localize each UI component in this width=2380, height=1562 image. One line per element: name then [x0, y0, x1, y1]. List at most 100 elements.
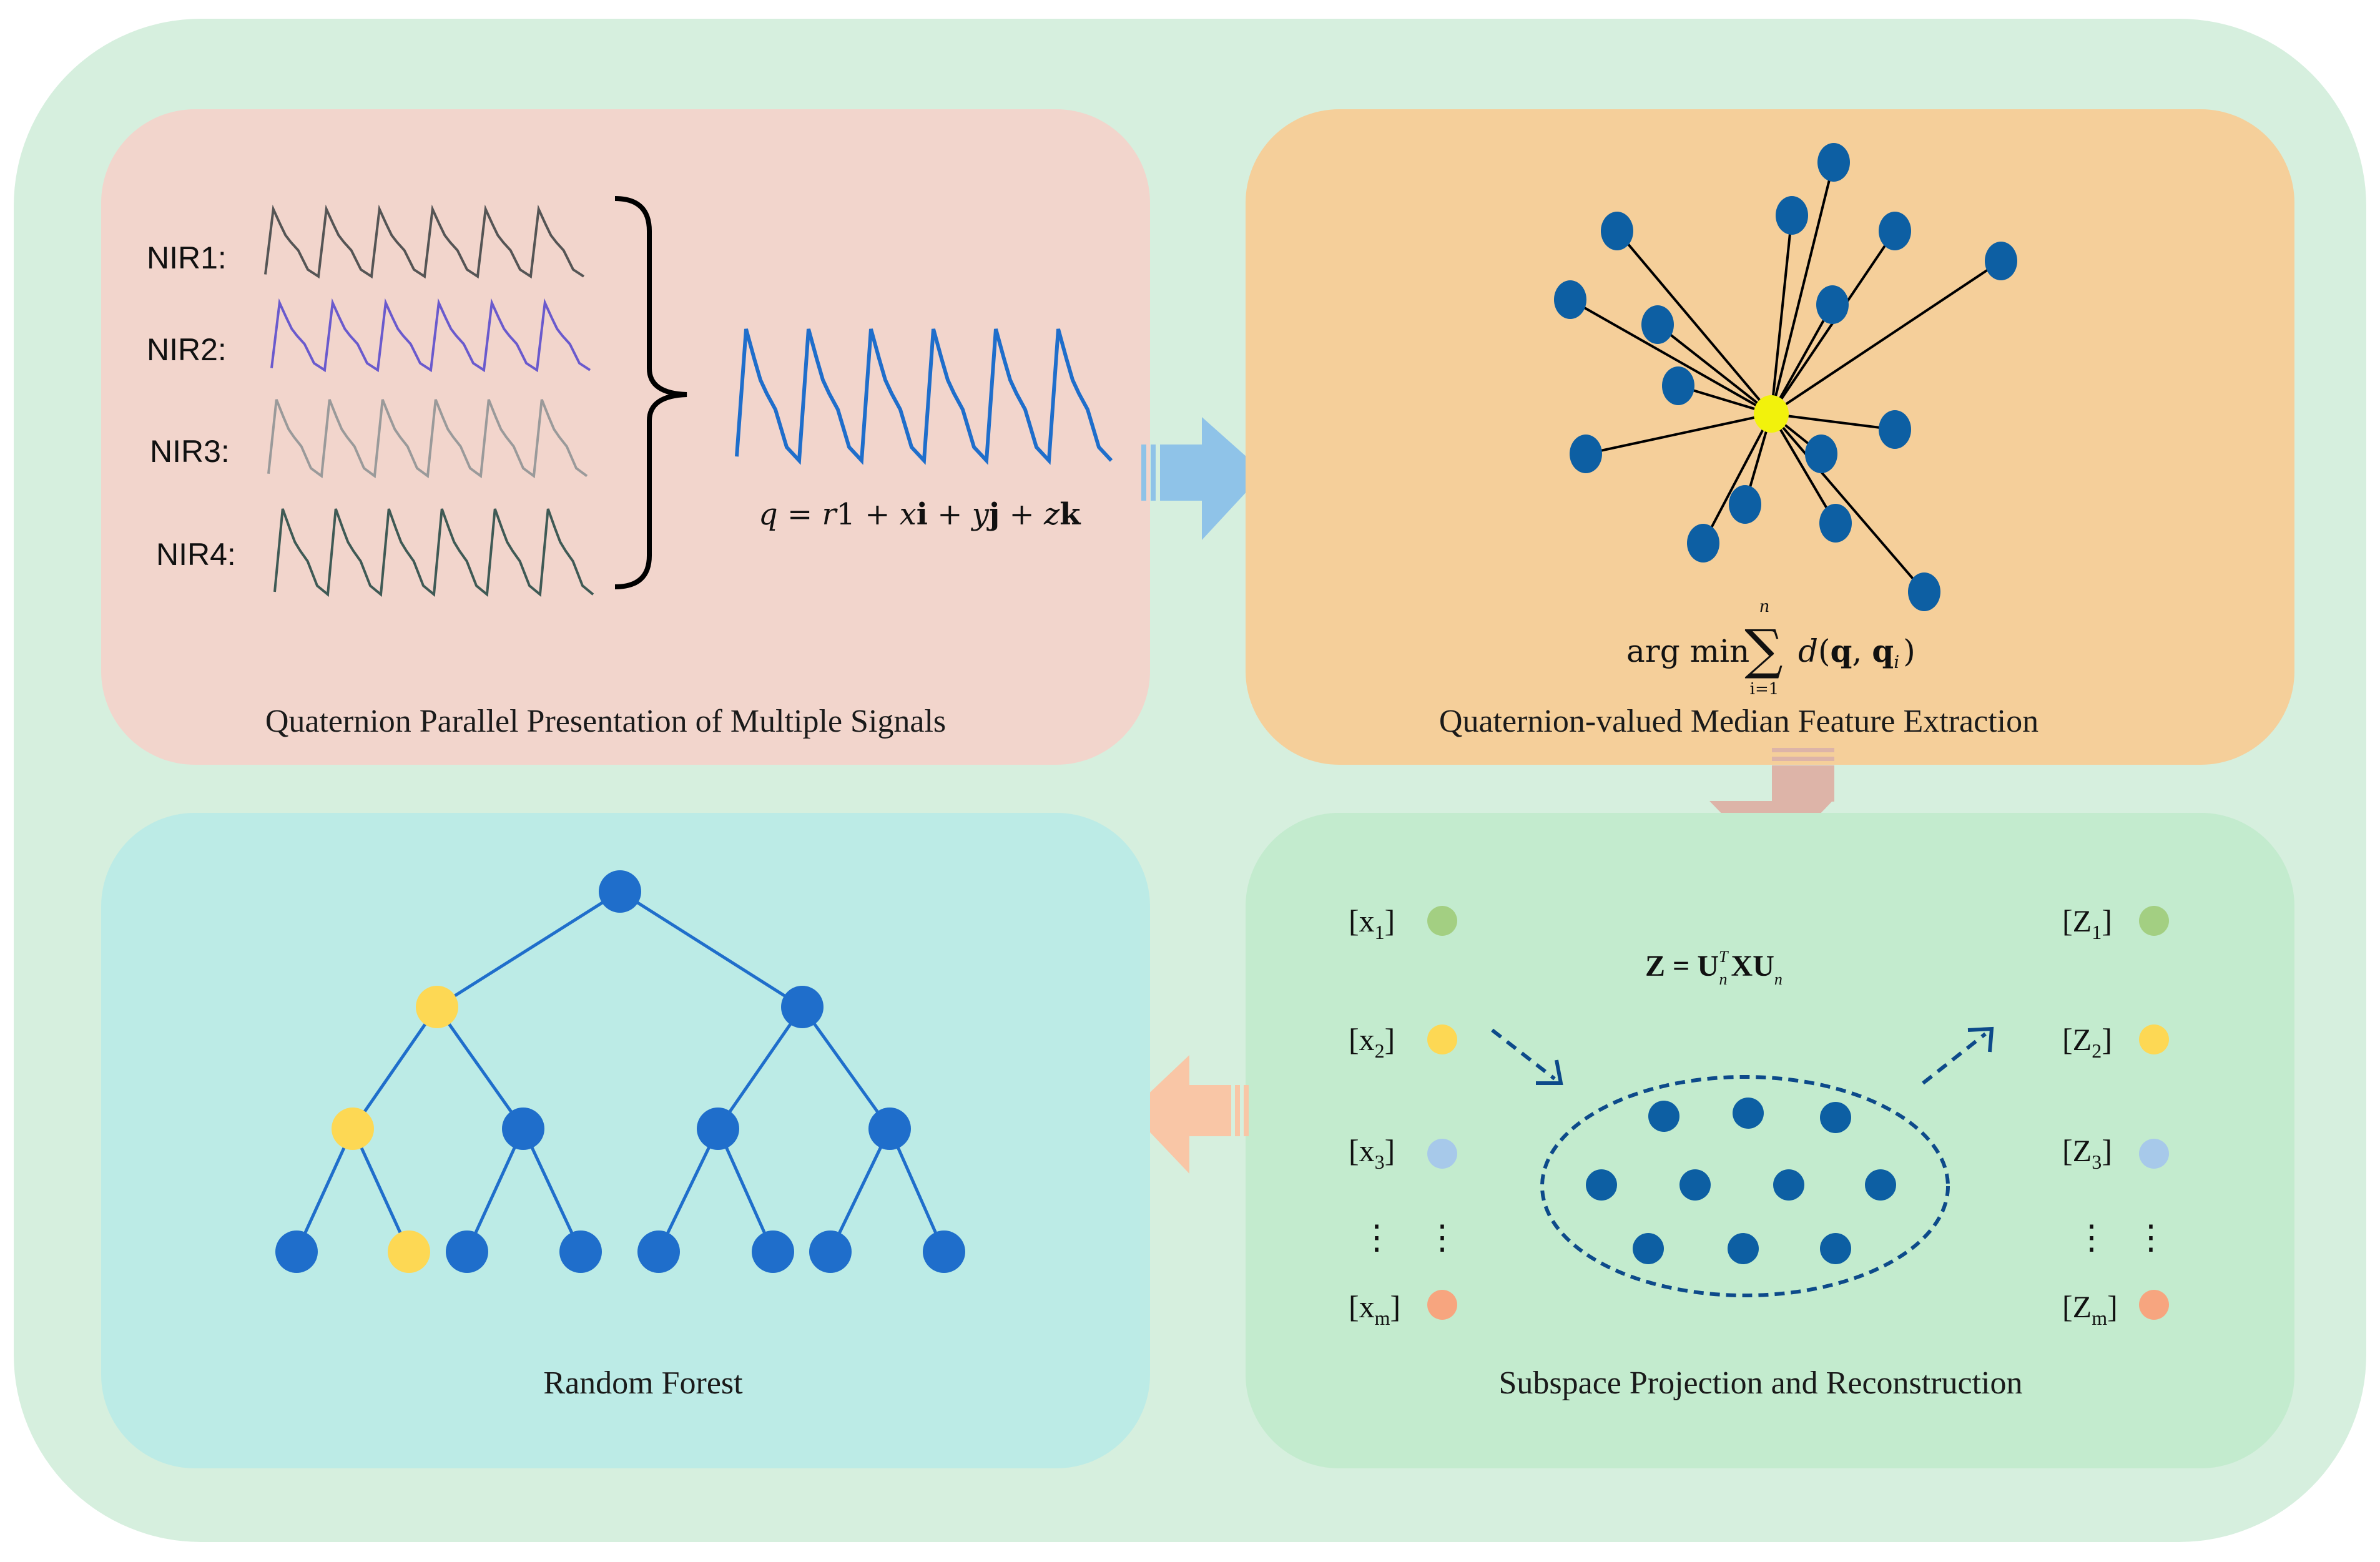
nir2-waveform — [270, 298, 591, 373]
nir3-waveform — [267, 399, 588, 479]
tree-edges — [295, 890, 946, 1253]
svg-text:n: n — [1759, 597, 1770, 616]
nir4-label: NIR4: — [156, 537, 236, 572]
tree-leaf — [752, 1230, 794, 1273]
output-ellipsis-label: ⋮ — [2075, 1219, 2108, 1256]
tree-node-yellow — [416, 986, 458, 1028]
grouping-brace — [614, 196, 687, 589]
arrow-to-median — [1141, 417, 1264, 540]
svg-text:d(q, qi): d(q, qi) — [1798, 632, 1915, 672]
feature-node — [1879, 212, 1911, 250]
subspace-panel-title: Subspace Projection and Reconstruction — [1498, 1365, 2022, 1401]
subspace-ellipse — [1540, 1075, 1950, 1297]
input-dot-m — [1427, 1290, 1457, 1320]
subspace-node — [1648, 1101, 1679, 1132]
feature-node — [1641, 305, 1674, 344]
input-label-2: [x2] — [1349, 1022, 1395, 1062]
tree-leaf — [809, 1230, 852, 1273]
input-dot-3 — [1427, 1139, 1457, 1169]
output-label-1: [Z1] — [2062, 903, 2112, 943]
nir1-label: NIR1: — [147, 240, 227, 275]
tree-node — [697, 1108, 739, 1150]
tree-leaf — [275, 1230, 318, 1273]
input-dot-1 — [1427, 906, 1457, 936]
median-node — [1754, 395, 1789, 433]
median-panel-bg — [1246, 109, 2294, 765]
argmin-formula: arg min ∑ n i=1 d(q, qi) — [1626, 597, 1915, 699]
feature-node — [1554, 280, 1586, 319]
feature-node — [1819, 504, 1852, 543]
quaternion-formula: q = r1 + xi + yj + zk — [759, 497, 1081, 532]
nir3-label: NIR3: — [150, 434, 230, 469]
tree-node — [868, 1108, 911, 1150]
feature-node — [1816, 285, 1849, 324]
tree-leaf — [559, 1230, 602, 1273]
forest-panel: Random Forest — [101, 813, 1150, 1468]
input-dot-2 — [1427, 1024, 1457, 1054]
feature-node — [1601, 212, 1633, 250]
subspace-nodes — [1586, 1098, 1896, 1264]
subspace-panel-bg — [1246, 813, 2294, 1468]
feature-node — [1805, 435, 1837, 473]
output-label-2: [Z2] — [2062, 1022, 2112, 1062]
nir1-waveform — [264, 204, 585, 279]
feature-node — [1570, 435, 1602, 473]
tree-leaf — [923, 1230, 965, 1273]
subspace-node — [1820, 1233, 1851, 1264]
quaternion-waveform — [735, 328, 1113, 465]
output-label-3: [Z3] — [2062, 1133, 2112, 1173]
subspace-node — [1728, 1233, 1759, 1264]
output-dot-2 — [2139, 1024, 2169, 1054]
subspace-node — [1733, 1098, 1764, 1129]
tree-root-node — [599, 870, 641, 913]
tree-node — [502, 1108, 544, 1150]
tree-node-yellow — [332, 1108, 374, 1150]
signals-panel: NIR1: NIR2: NIR3: NIR4: q = r1 + xi + yj… — [101, 109, 1150, 765]
feature-node — [1985, 242, 2017, 280]
forest-panel-bg — [101, 813, 1150, 1468]
subspace-node — [1865, 1169, 1896, 1201]
input-label-m: [xm] — [1349, 1289, 1400, 1329]
feature-node — [1817, 143, 1850, 182]
output-dot-m — [2139, 1290, 2169, 1320]
feature-node — [1687, 524, 1719, 562]
nir4-waveform — [273, 508, 594, 597]
arrow-to-forest — [1130, 1055, 1249, 1174]
feature-node — [1776, 196, 1808, 235]
svg-text:arg min: arg min — [1626, 633, 1749, 669]
projection-arrow-in — [1491, 1028, 1563, 1085]
subspace-node — [1586, 1169, 1617, 1201]
input-ellipsis-label: ⋮ — [1360, 1219, 1394, 1256]
output-dot-3 — [2139, 1139, 2169, 1169]
output-dot-1 — [2139, 906, 2169, 936]
svg-text:∑: ∑ — [1744, 619, 1783, 681]
forest-panel-title: Random Forest — [543, 1365, 743, 1401]
output-ellipsis-dot: ⋮ — [2134, 1219, 2168, 1256]
feature-node — [1729, 485, 1761, 524]
median-feature-nodes — [1554, 143, 2017, 611]
output-label-m: [Zm] — [2062, 1289, 2118, 1329]
median-panel: arg min ∑ n i=1 d(q, qi) Quaternion-valu… — [1246, 109, 2294, 765]
input-label-3: [x3] — [1349, 1133, 1395, 1173]
tree-node — [781, 986, 824, 1028]
signals-panel-title: Quaternion Parallel Presentation of Mult… — [265, 704, 946, 739]
input-ellipsis-dot: ⋮ — [1425, 1219, 1459, 1256]
tree-leaf — [446, 1230, 488, 1273]
projection-arrow-out — [1922, 1026, 1994, 1085]
feature-node — [1662, 366, 1694, 405]
subspace-node — [1633, 1233, 1664, 1264]
feature-node — [1908, 572, 1940, 611]
median-panel-title: Quaternion-valued Median Feature Extract… — [1439, 704, 2038, 739]
subspace-node — [1679, 1169, 1711, 1201]
subspace-node — [1820, 1102, 1851, 1133]
subspace-node — [1773, 1169, 1804, 1201]
tree-nodes — [275, 870, 965, 1273]
feature-node — [1879, 410, 1911, 449]
signals-panel-bg — [101, 109, 1150, 765]
tree-leaf — [637, 1230, 680, 1273]
svg-text:i=1: i=1 — [1750, 680, 1779, 699]
input-label-1: [x1] — [1349, 903, 1395, 943]
